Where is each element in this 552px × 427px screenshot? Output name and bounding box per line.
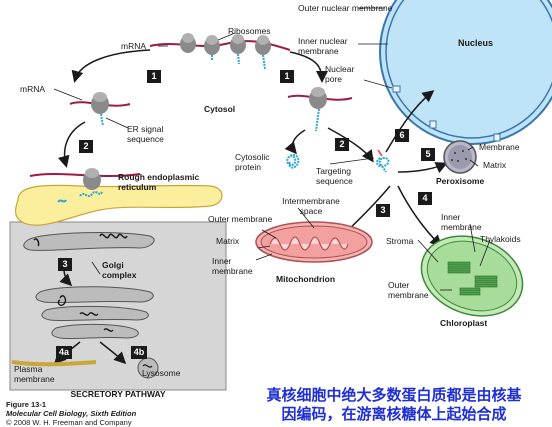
label-thylakoids: Thylakoids <box>480 234 521 244</box>
step-5: 5 <box>421 148 435 161</box>
er-bound-ribosome-top <box>69 92 131 127</box>
step-1-right: 1 <box>280 70 294 83</box>
label-ribosomes: Ribosomes <box>228 26 271 36</box>
step-4: 4 <box>418 192 432 205</box>
rough-er-shape <box>14 168 223 226</box>
label-nucleus: Nucleus <box>458 38 494 48</box>
label-cytosolic-protein: Cytosolic protein <box>235 152 270 172</box>
label-outer-membrane-mito: Outer membrane <box>208 214 273 224</box>
label-inner-membrane-chloro: Inner membrane <box>441 212 482 232</box>
label-mitochondrion: Mitochondrion <box>276 274 336 284</box>
label-inner-nuclear-membrane: Inner nuclear membrane <box>298 36 348 56</box>
label-outer-nuclear-membrane: Outer nuclear membrane <box>298 3 393 13</box>
free-ribosome <box>287 87 353 132</box>
step-3-right: 3 <box>376 204 390 217</box>
label-mrna-left: mRNA <box>20 84 46 94</box>
chloroplast-shape <box>420 235 524 317</box>
lysosome-shape <box>137 357 159 379</box>
figure-number: Figure 13-1 <box>6 400 47 409</box>
label-membrane-perox: Membrane <box>479 142 520 152</box>
label-chloroplast: Chloroplast <box>440 318 488 328</box>
label-intermembrane-space: Intermembrane space <box>282 196 340 216</box>
label-matrix-mito: Matrix <box>216 236 240 246</box>
label-stroma: Stroma <box>386 236 414 246</box>
golgi-shape <box>23 232 155 340</box>
step-2-left: 2 <box>79 140 93 153</box>
caption-line-2: 因编码，在游离核糖体上起始合成 <box>281 405 507 423</box>
label-rough-er: Rough endoplasmic reticulum <box>118 172 200 192</box>
label-lysosome: Lysosome <box>142 368 181 378</box>
step-4b: 4b <box>131 346 147 359</box>
label-golgi-complex: Golgi complex <box>102 260 137 280</box>
polyribosome <box>149 33 291 70</box>
figure-copyright: © 2008 W. H. Freeman and Company <box>6 418 132 427</box>
label-er-signal-sequence: ER signal sequence <box>127 124 164 144</box>
nucleus-shape <box>379 0 552 145</box>
mitochondrion-shape <box>255 221 373 263</box>
step-4a: 4a <box>56 346 72 359</box>
label-outer-membrane-chloro: Outer membrane <box>388 280 429 300</box>
step-1-left: 1 <box>147 70 161 83</box>
label-peroxisome: Peroxisome <box>436 176 485 186</box>
caption-line-1: 真核细胞中绝大多数蛋白质都是由核基 <box>266 386 522 404</box>
label-plasma-membrane: Plasma membrane <box>14 364 55 384</box>
label-secretory-pathway: SECRETORY PATHWAY <box>70 389 166 399</box>
label-mrna-top: mRNA <box>121 41 147 51</box>
caption-text: 真核细胞中绝大多数蛋白质都是由核基 因编码，在游离核糖体上起始合成 <box>236 386 552 424</box>
plasma-membrane-shape <box>11 360 97 367</box>
step-6: 6 <box>395 129 409 142</box>
label-targeting-sequence: Targeting sequence <box>316 166 353 186</box>
figure-book: Molecular Cell Biology, Sixth Edition <box>6 409 137 418</box>
step-3-left: 3 <box>58 258 72 271</box>
step-2-right: 2 <box>335 138 349 151</box>
label-nuclear-pore: Nuclear pore <box>325 64 355 84</box>
label-cytosol: Cytosol <box>204 104 236 114</box>
label-matrix-perox: Matrix <box>483 160 507 170</box>
peroxisome-shape <box>443 140 477 174</box>
label-inner-membrane-mito: Inner membrane <box>212 256 253 276</box>
